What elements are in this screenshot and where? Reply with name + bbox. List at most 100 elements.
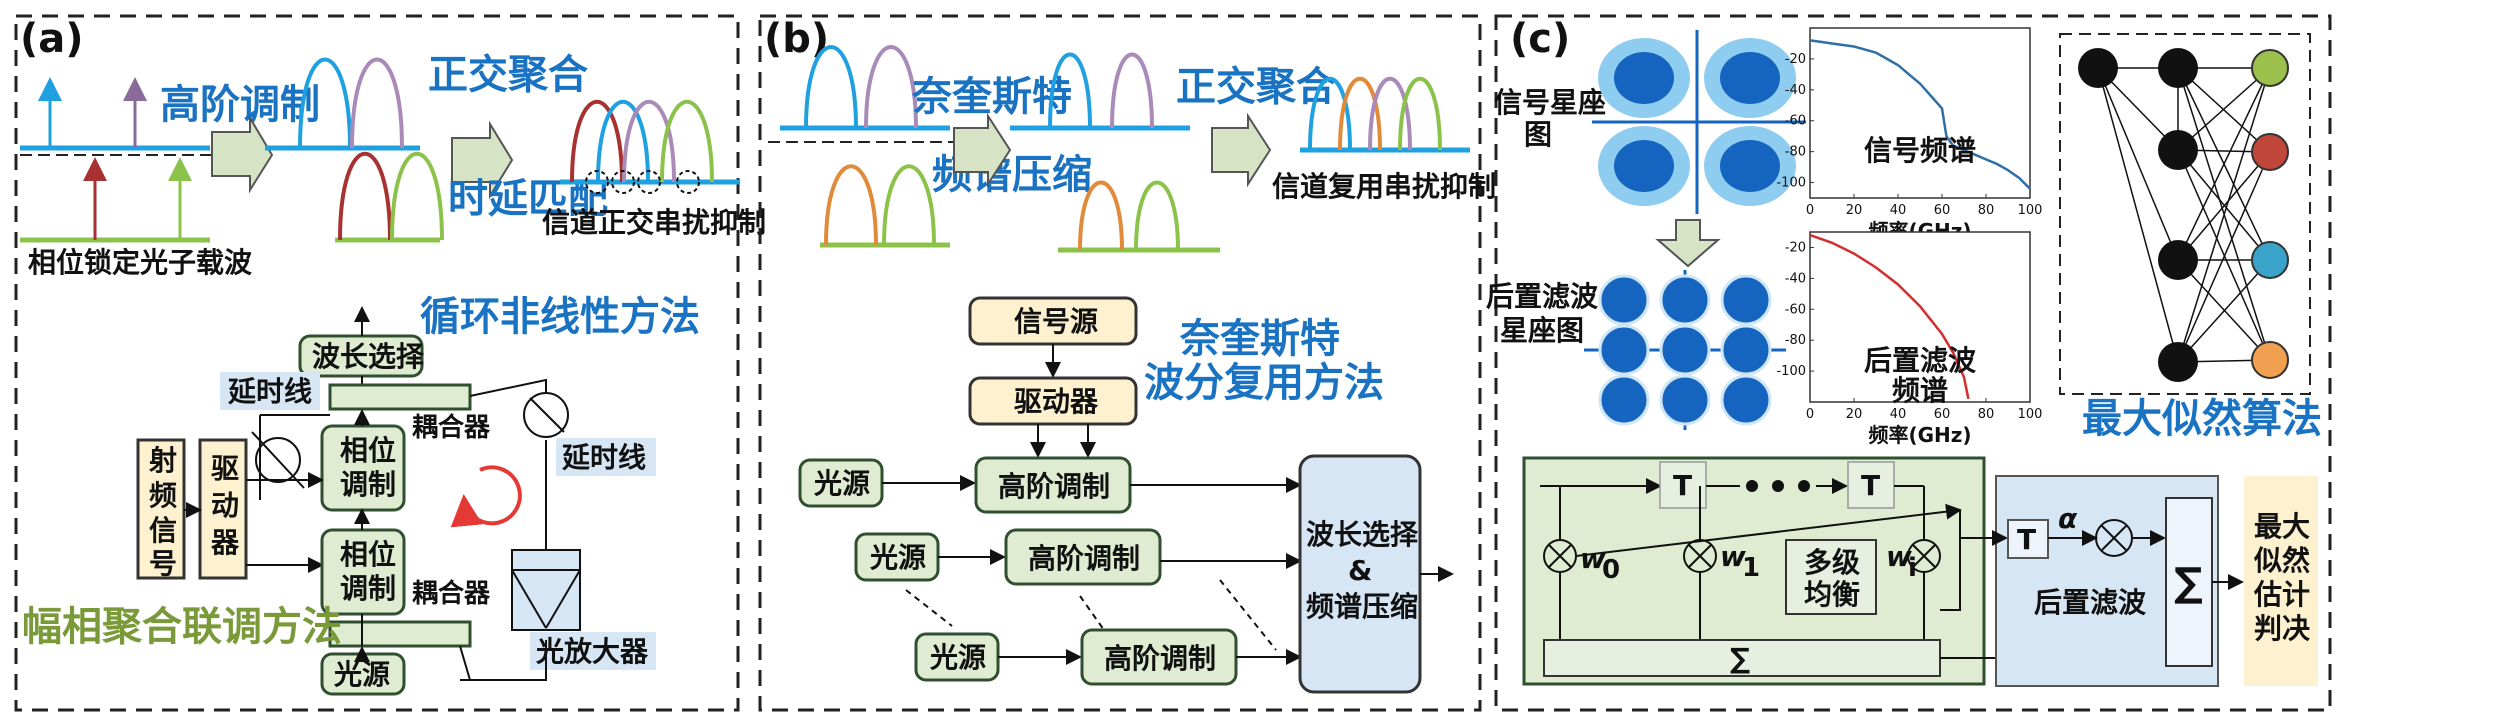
- y-tick-label: -60: [1785, 114, 1806, 129]
- post-const-l1: 后置滤波: [1486, 280, 1599, 313]
- wavelength-select-label: 波长选择: [312, 340, 425, 373]
- mux-crosstalk-label: 信道复用串扰抑制: [1272, 170, 1496, 203]
- method-b-line2: 波分复用方法: [1144, 360, 1384, 406]
- ml-network: [2059, 33, 2311, 395]
- y-tick-label: -20: [1785, 240, 1806, 255]
- phase-mod-1-label-l1: 相位: [340, 434, 396, 467]
- decision-l4: 判决: [2254, 612, 2310, 645]
- decision-l1: 最大: [2254, 510, 2310, 543]
- light-b-3-label: 光源: [929, 641, 986, 674]
- post-const-l2: 星座图: [1500, 314, 1584, 347]
- panel-a-letter: (a): [20, 16, 84, 62]
- const-label-l2: 图: [1524, 118, 1552, 151]
- x-tick-label: 20: [1846, 203, 1863, 218]
- svg-text:器: 器: [210, 526, 240, 559]
- nyquist-label: 奈奎斯特: [911, 74, 1072, 120]
- x-tick-label: 60: [1934, 203, 1951, 218]
- wi-sub: i: [1908, 553, 1917, 583]
- svg-text:信: 信: [149, 514, 177, 547]
- post-filter-label: 后置滤波: [2034, 586, 2147, 619]
- right-box-b-l2: &: [1348, 554, 1372, 587]
- driver-label: 驱: [211, 452, 239, 485]
- recirc-method-label: 循环非线性方法: [420, 294, 700, 340]
- x-tick-label: 40: [1890, 407, 1907, 422]
- mod-b-3-label: 高阶调制: [1104, 642, 1216, 675]
- delay-line-1-label: 延时线: [227, 375, 312, 408]
- eq-label-l1: 多级: [1804, 546, 1860, 579]
- chart-frame: [1809, 231, 2031, 403]
- decision-l3: 估计: [2253, 578, 2310, 611]
- coupler-1-label: 耦合器: [412, 412, 491, 443]
- light-b-2-label: 光源: [869, 541, 926, 574]
- joint-method-label: 幅相聚合联调方法: [22, 604, 342, 650]
- chart-frame: [1809, 27, 2031, 199]
- phase-mod-2-label-l2: 调制: [340, 572, 396, 605]
- chart-title: 后置滤波: [1864, 344, 1977, 377]
- w1-sub: 1: [1742, 553, 1760, 583]
- mod-b-2-label: 高阶调制: [1028, 542, 1140, 575]
- right-box-b-l1: 波长选择: [1306, 518, 1419, 551]
- series-line: [1809, 39, 2031, 190]
- series-line: [1809, 233, 1970, 400]
- x-tick-label: 40: [1890, 203, 1907, 218]
- chart-title: 频谱: [1892, 374, 1948, 407]
- crosstalk-label: 信道正交串扰抑制: [542, 206, 766, 239]
- high-order-mod-label: 高阶调制: [160, 82, 320, 128]
- delay-line-2-label: 延时线: [561, 441, 646, 474]
- w1-label: w: [1720, 540, 1746, 573]
- panel-a: (a) 相位锁定光子载波 高阶调制 正交聚合 时延匹配: [14, 14, 766, 712]
- t-label-1: T: [1673, 469, 1692, 502]
- driver-b-label: 驱动器: [1014, 385, 1099, 418]
- sigma-eq: ∑: [1730, 642, 1750, 675]
- mod-b-1-label: 高阶调制: [998, 470, 1110, 503]
- x-tick-label: 80: [1978, 407, 1995, 422]
- svg-text:频: 频: [149, 479, 177, 512]
- eq-label-l2: 均衡: [1804, 578, 1860, 611]
- orth-aggregation-label: 正交聚合: [428, 52, 588, 98]
- equalizer-block: T T w 0 w 1 w i 多级 均衡: [1540, 461, 2166, 677]
- signal-constellation: [1592, 30, 1806, 214]
- w0-sub: 0: [1602, 555, 1620, 585]
- rf-signal-label: 射: [148, 444, 177, 477]
- phase-mod-2-label-l1: 相位: [340, 538, 396, 571]
- x-tick-label: 60: [1934, 407, 1951, 422]
- decision-l2: 似然: [2253, 544, 2310, 577]
- w0-label: w: [1580, 542, 1606, 575]
- post-filter-constellation: [1584, 270, 1786, 430]
- y-tick-label: -100: [1776, 364, 1806, 379]
- svg-text:动: 动: [211, 489, 239, 522]
- light-source-label: 光源: [333, 658, 390, 691]
- right-box-b-l3: 频谱压缩: [1306, 590, 1418, 623]
- method-b-line1: 奈奎斯特: [1179, 316, 1340, 362]
- post-filter-block: T α ∑ 后置滤波: [1940, 497, 2244, 667]
- panel-c-letter: (c): [1510, 16, 1570, 62]
- t-label-2: T: [1861, 469, 1880, 502]
- y-tick-label: -80: [1785, 145, 1806, 160]
- alpha-label: α: [2058, 502, 2078, 535]
- coupler-2-label: 耦合器: [412, 578, 491, 609]
- panel-b: (b) 奈奎斯特 频谱压缩 正交聚合 信道复用串扰抑制 信号源 驱动器: [758, 14, 1496, 712]
- svg-text:号: 号: [149, 547, 177, 580]
- y-tick-label: -40: [1785, 83, 1806, 98]
- x-tick-label: 0: [1806, 407, 1814, 422]
- y-tick-label: -60: [1785, 302, 1806, 317]
- sigma-post: ∑: [2174, 560, 2203, 606]
- y-tick-label: -20: [1785, 52, 1806, 67]
- y-tick-label: -100: [1776, 176, 1806, 191]
- x-tick-label: 100: [2018, 203, 2043, 218]
- amplifier-label: 光放大器: [535, 635, 649, 668]
- x-axis-label: 频率(GHz): [1868, 423, 1971, 447]
- x-tick-label: 100: [2018, 407, 2043, 422]
- x-tick-label: 80: [1978, 203, 1995, 218]
- x-tick-label: 0: [1806, 203, 1814, 218]
- signal-source-label: 信号源: [1014, 305, 1098, 338]
- light-b-1-label: 光源: [813, 467, 870, 500]
- phase-mod-1-label-l2: 调制: [340, 468, 396, 501]
- carrier-label: 相位锁定光子载波: [28, 246, 253, 279]
- y-tick-label: -40: [1785, 271, 1806, 286]
- y-tick-label: -80: [1785, 333, 1806, 348]
